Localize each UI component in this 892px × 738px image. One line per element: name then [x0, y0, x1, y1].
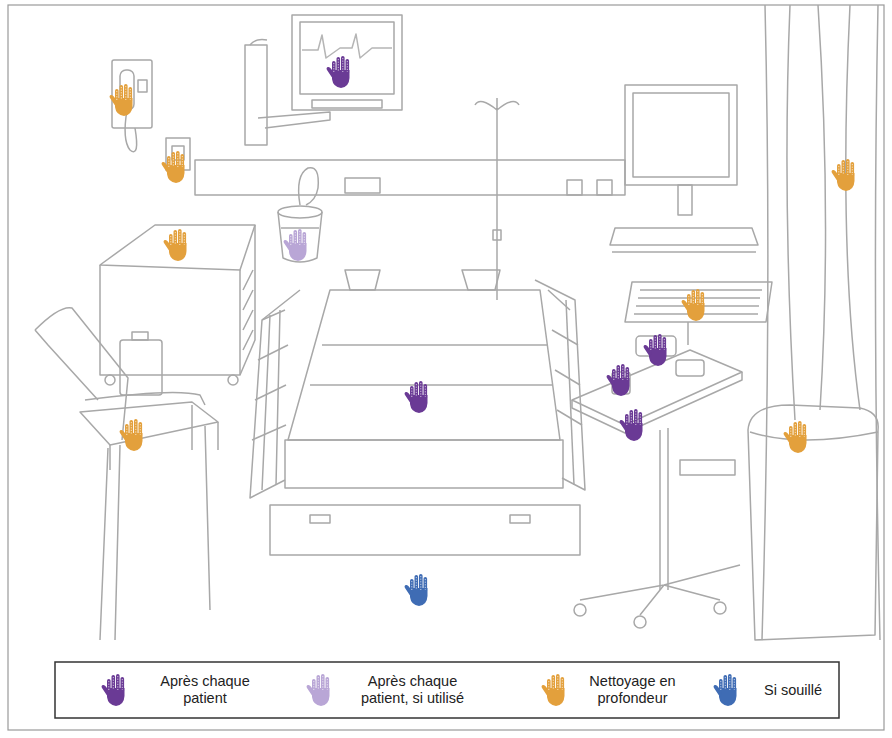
legend-swatch — [305, 673, 335, 707]
legend-label: Après chaque patient — [150, 666, 260, 714]
hand-symbol — [307, 674, 330, 706]
legend-label: Si souillé — [748, 666, 838, 714]
legend-label: Nettoyage en profondeur — [575, 666, 690, 714]
legend-label: Après chaque patient, si utilisé — [345, 666, 480, 714]
hand-symbol — [542, 674, 565, 706]
hand-symbol — [102, 674, 125, 706]
legend-swatch — [540, 673, 570, 707]
legend-swatch — [100, 673, 130, 707]
legend-swatch — [712, 673, 742, 707]
hand-symbol — [714, 674, 737, 706]
